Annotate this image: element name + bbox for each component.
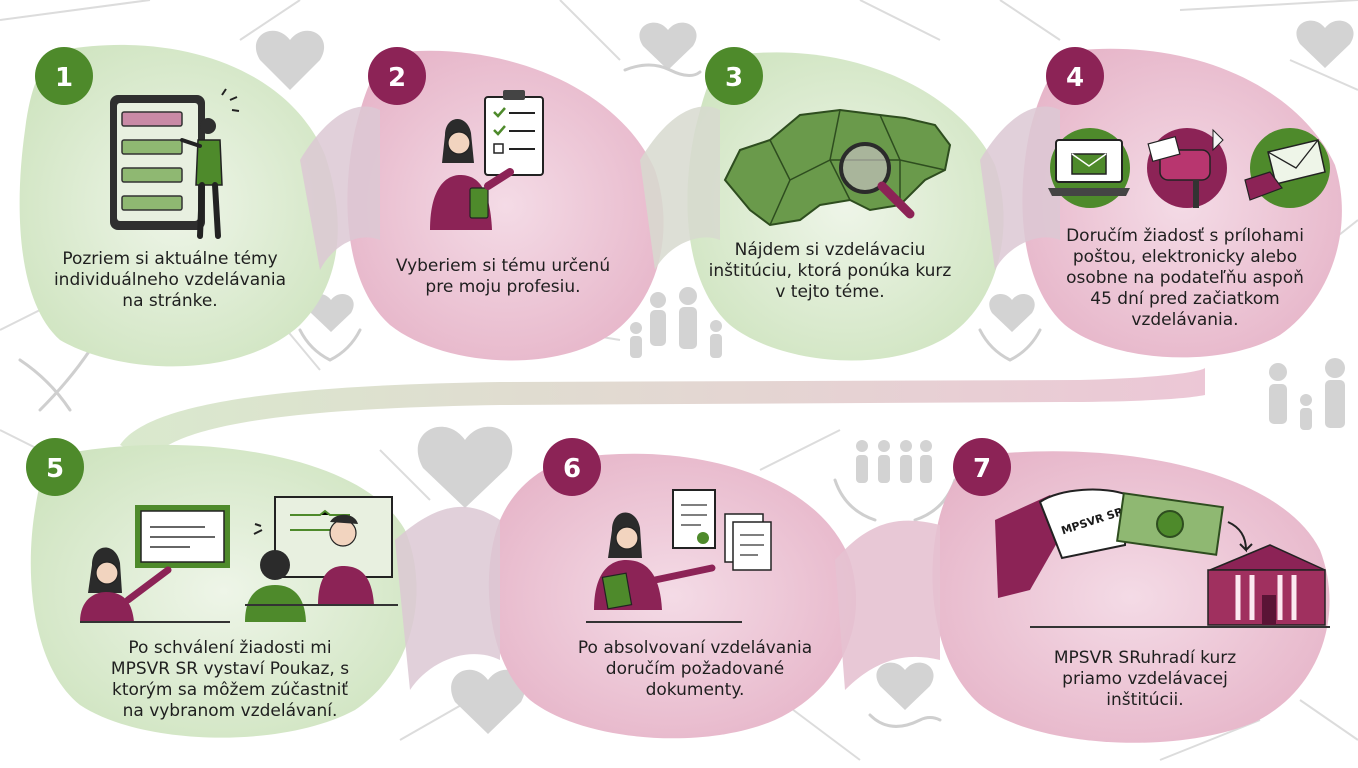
woman-checklist-icon [430, 90, 544, 230]
step-6-text: Po absolvovaní vzdelávania doručím požad… [560, 638, 830, 701]
step-6-badge: 6 [543, 438, 601, 496]
step-7-line: MPSVR SRuhradí kurz [1053, 648, 1237, 668]
background-hand-outlines [18, 63, 1042, 728]
woman-documents-icon [586, 489, 772, 623]
step-4-line: 45 dní pred začiatkom [1090, 289, 1280, 309]
heart-icon [1296, 20, 1354, 68]
step-4-text: Doručím žiadosť s prílohami poštou, elek… [1045, 226, 1325, 331]
step-5-number: 5 [46, 454, 64, 484]
heart-family-icon [417, 426, 513, 508]
step-6-line: doručím požadované [605, 659, 785, 679]
step-4-line: vzdelávania. [1131, 310, 1239, 330]
step-6-number: 6 [563, 454, 581, 484]
background-watermark-icons [255, 20, 1354, 734]
step-3-number: 3 [725, 63, 743, 93]
hand-letter-icon [1244, 128, 1330, 208]
mailbox-icon [1147, 128, 1227, 208]
step-2-line: pre moju profesiu. [425, 277, 581, 297]
heart-icon [876, 662, 934, 710]
family-icon [1269, 358, 1345, 430]
bridge-1-2 [300, 106, 380, 270]
step-3-text: Nájdem si vzdelávaciu inštitúciu, ktorá … [695, 240, 965, 303]
step-5-badge: 5 [26, 438, 84, 496]
step-3-line: Nájdem si vzdelávaciu [734, 240, 926, 260]
step-7-line: inštitúcii. [1106, 690, 1184, 710]
step-2-card [347, 50, 664, 361]
family-icon [630, 287, 722, 358]
step-3-line: inštitúciu, ktorá ponúka kurz [708, 261, 952, 281]
step-1-line: na stránke. [122, 291, 218, 311]
bridge-6-7 [835, 520, 940, 690]
payment-institution-icon: MPSVR SR [995, 488, 1330, 628]
step-4-line: Doručím žiadosť s prílohami [1066, 226, 1304, 246]
step-7-number: 7 [973, 454, 991, 484]
bridge-3-4 [980, 106, 1060, 270]
step-7-text: MPSVR SRuhradí kurz priamo vzdelávacej i… [1025, 648, 1265, 711]
step-2-badge: 2 [368, 47, 426, 105]
mail-delivery-icons [1048, 128, 1330, 208]
heart-icon [989, 294, 1035, 332]
step-1-badge: 1 [35, 47, 93, 105]
step-1-text: Pozriem si aktuálne témy individuálneho … [45, 249, 295, 312]
bridge-2-3 [640, 106, 720, 270]
step-5-text: Po schválení žiadosti mi MPSVR SR vystav… [95, 638, 365, 722]
step-4-number: 4 [1066, 63, 1084, 93]
step-2-number: 2 [388, 63, 406, 93]
heart-icon [451, 669, 525, 734]
step-5-line: Po schválení žiadosti mi [128, 638, 332, 658]
step-7-line: priamo vzdelávacej [1062, 669, 1228, 689]
heart-hands-icon [255, 30, 325, 91]
step-7-badge: 7 [953, 438, 1011, 496]
step-4-badge: 4 [1046, 47, 1104, 105]
step-3-badge: 3 [705, 47, 763, 105]
step-4-line: poštou, elektronicky alebo [1072, 247, 1298, 267]
step-6-line: Po absolvovaní vzdelávania [577, 638, 813, 658]
step-1-line: Pozriem si aktuálne témy [62, 249, 278, 269]
tablet-person-icon [110, 88, 240, 239]
heart-icon [308, 294, 354, 332]
step-2-line: Vyberiem si tému určenú [395, 256, 611, 276]
step-5-line: MPSVR SR vystaví Poukaz, s [110, 659, 350, 679]
step-2-text: Vyberiem si tému určenú pre moju profesi… [378, 256, 628, 298]
voucher-meeting-icon [80, 496, 398, 623]
step-4-line: osobne na podateľňu aspoň [1066, 268, 1304, 288]
connecting-ribbon [120, 368, 1205, 460]
step-3-line: v tejto téme. [775, 282, 885, 302]
step-5-line: ktorým sa môžem zúčastniť [111, 680, 349, 700]
heart-icon [639, 22, 697, 70]
people-in-hands-icon [856, 440, 932, 483]
step-1-line: individuálneho vzdelávania [53, 270, 287, 290]
step-5-line: na vybranom vzdelávaní. [122, 701, 338, 721]
map-magnifier-icon [723, 108, 952, 227]
step-1-number: 1 [55, 63, 73, 93]
step-6-line: dokumenty. [645, 680, 745, 700]
laptop-email-icon [1048, 128, 1130, 208]
bridge-5-6 [395, 506, 500, 690]
